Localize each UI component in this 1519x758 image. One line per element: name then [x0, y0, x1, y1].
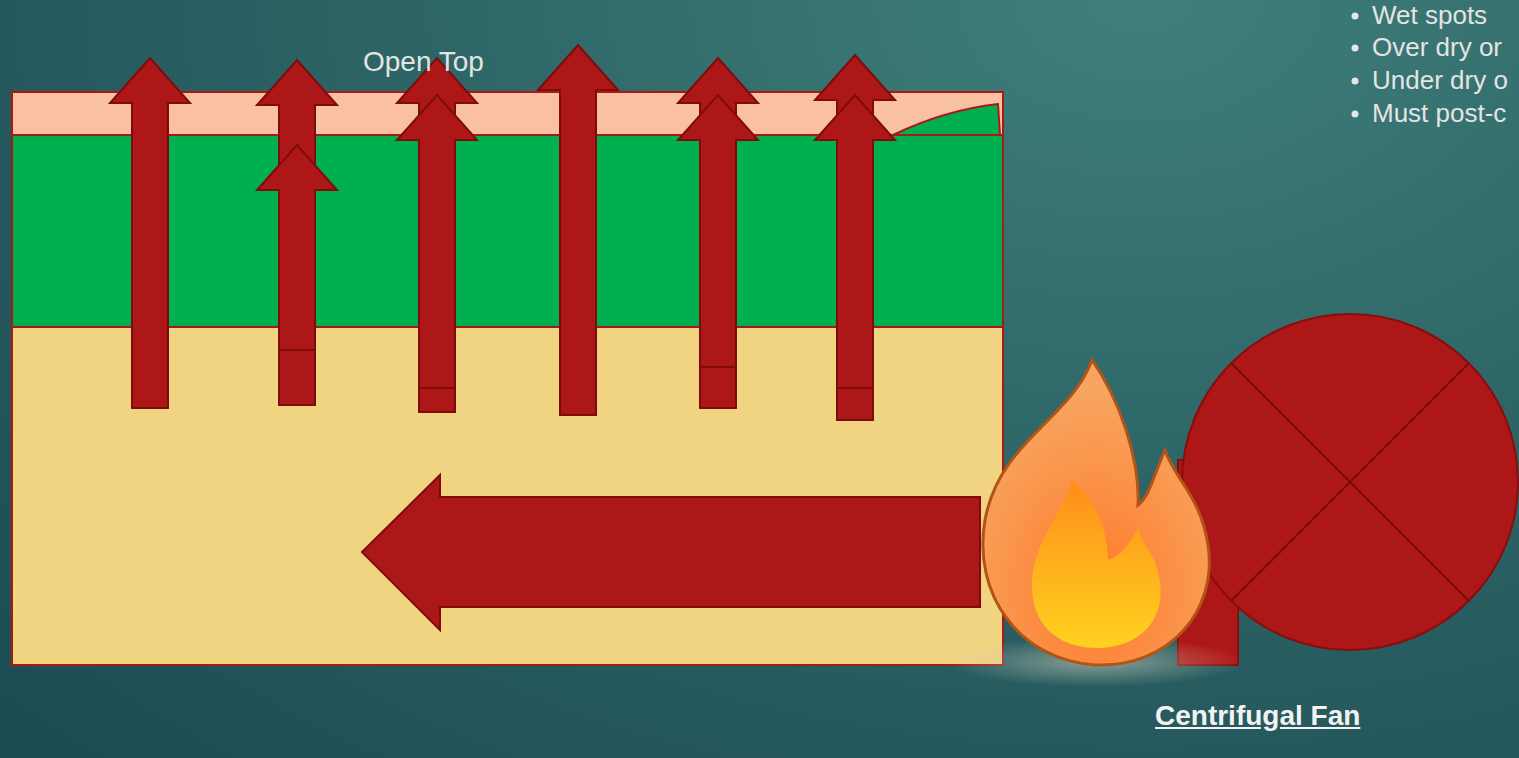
airflow-arrow [678, 95, 758, 367]
bullet-dots [1352, 13, 1359, 118]
grain-peak [893, 104, 1000, 135]
bullet-dot [1352, 45, 1359, 52]
plenum-airflow-arrow [362, 475, 980, 630]
bullet-text: Must post-c [1372, 99, 1506, 129]
airflow-arrows [110, 45, 980, 630]
airflow-arrow [678, 58, 758, 408]
centrifugal-fan [1178, 314, 1518, 665]
fan-blade [1231, 363, 1469, 601]
fan-housing [1182, 314, 1518, 650]
airflow-arrow [815, 95, 895, 388]
airflow-arrow [257, 145, 337, 350]
bullet-text: Over dry or [1372, 33, 1502, 63]
bullet-dot [1352, 111, 1359, 118]
bullet-text: Wet spots [1372, 1, 1487, 31]
open-top-label: Open Top [363, 46, 484, 78]
flame-outer [983, 360, 1209, 665]
flame-inner [1032, 480, 1161, 648]
bullet-dot [1352, 13, 1359, 20]
airflow-arrow [397, 58, 477, 412]
heater-flame [945, 360, 1245, 687]
fan-blade [1231, 363, 1469, 601]
bullet-text: Under dry o [1372, 66, 1508, 96]
bullet-dot [1352, 78, 1359, 85]
airflow-arrow [815, 55, 895, 420]
fan-label: Centrifugal Fan [1155, 700, 1360, 732]
airflow-arrow [110, 58, 190, 408]
airflow-arrow [397, 95, 477, 388]
airflow-arrow [257, 60, 337, 405]
airflow-arrow [538, 45, 618, 415]
